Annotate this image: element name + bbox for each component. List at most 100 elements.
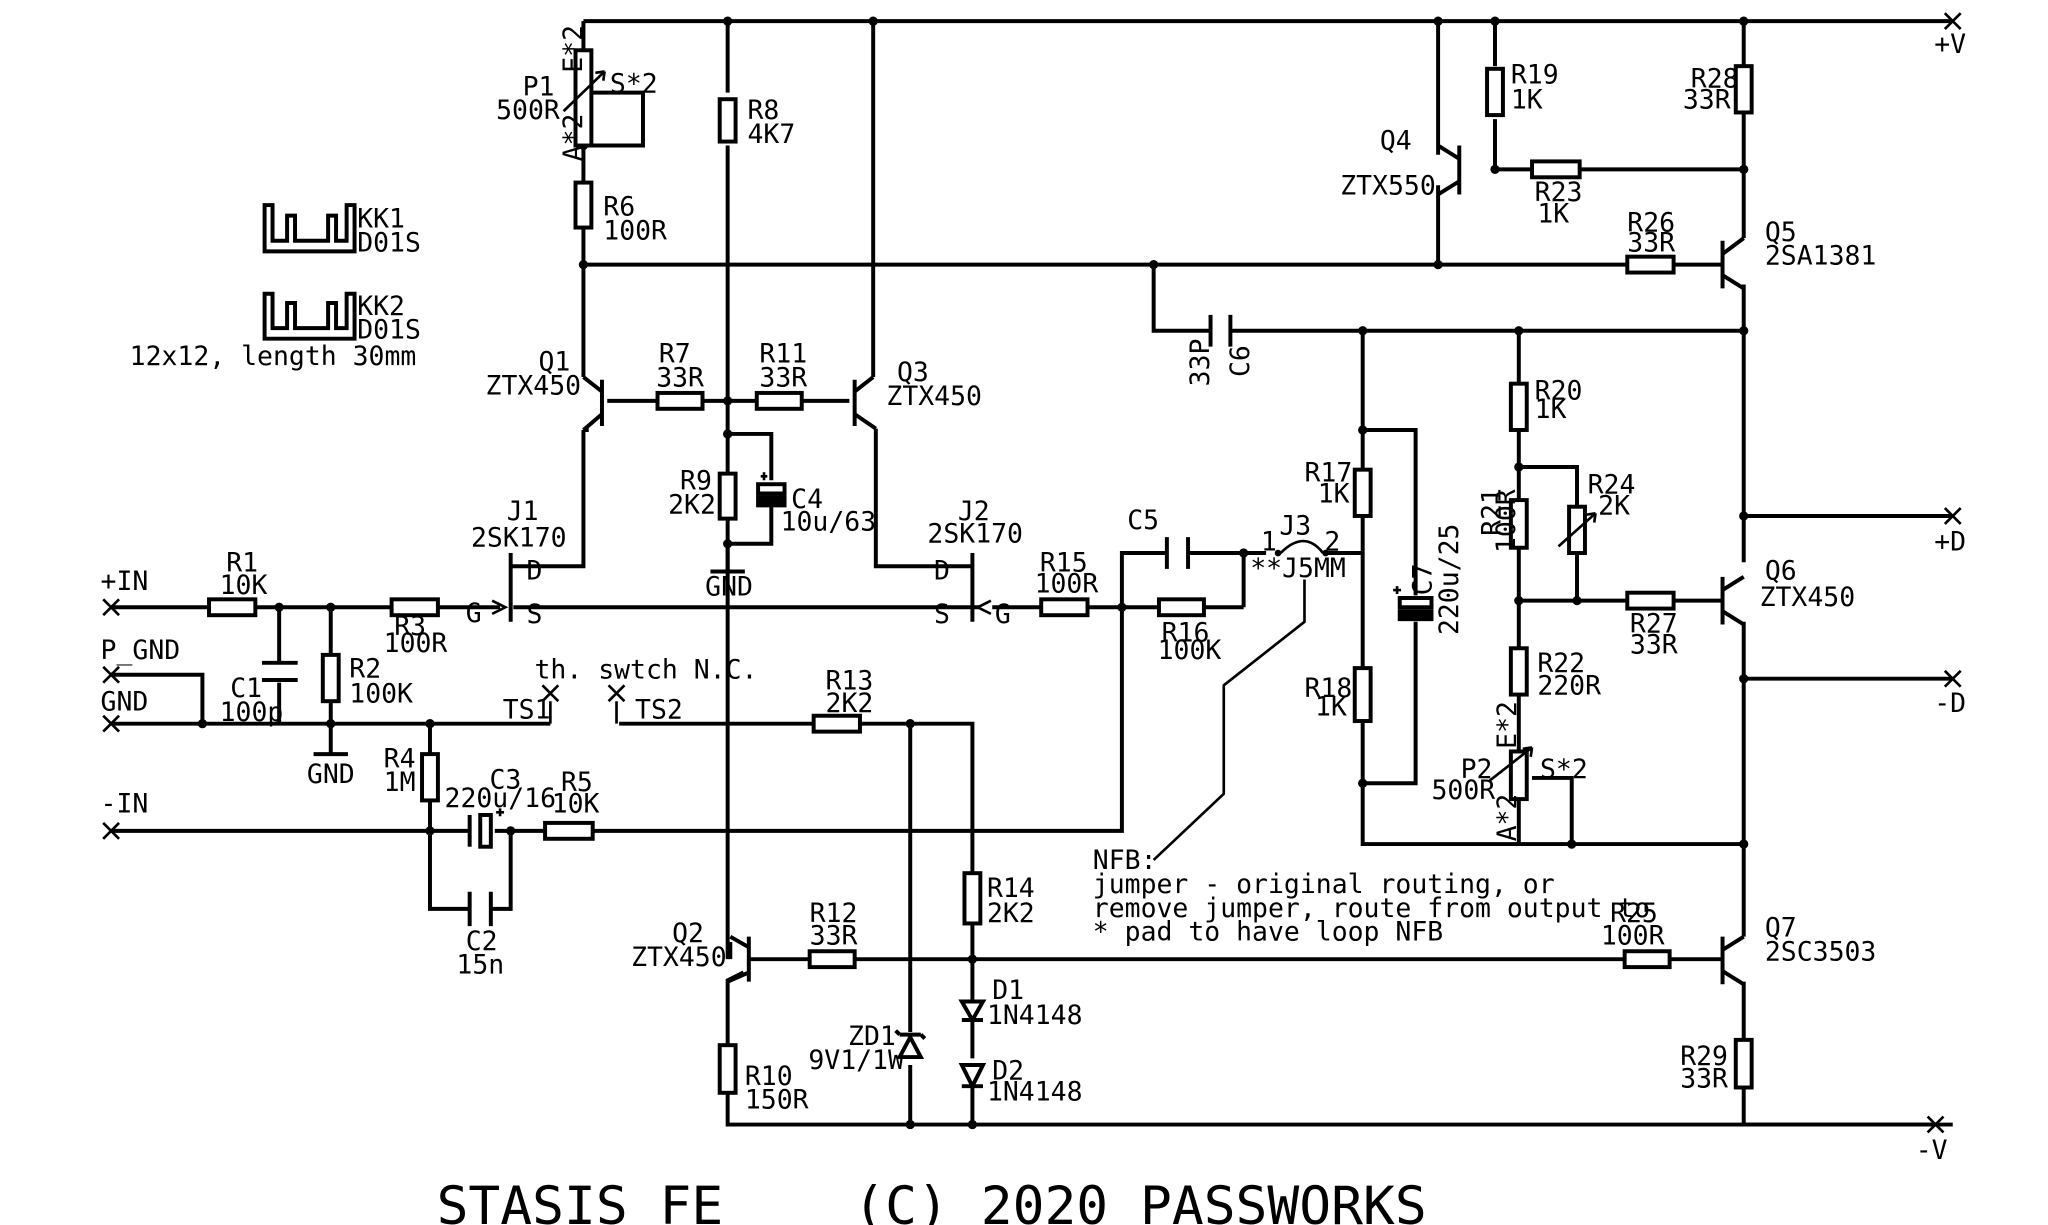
Q1-symbol — [582, 375, 604, 432]
R21-body — [1508, 498, 1529, 550]
R7-body — [655, 390, 705, 411]
R14-val: 2K2 — [987, 898, 1035, 929]
R11-val: 33R — [759, 362, 807, 393]
R2-body — [320, 652, 341, 704]
R18-body — [1352, 666, 1373, 724]
R14-ref: R14 — [987, 873, 1035, 904]
R10-val: 150R — [745, 1085, 809, 1116]
R10-body — [717, 1043, 738, 1095]
R5-ref: R5 — [561, 767, 593, 798]
P1-pin-a: A*2 — [558, 114, 589, 162]
J2-val: 2SK170 — [927, 518, 1023, 549]
junction-dot — [197, 719, 208, 729]
labels: +IN P_GND GND -IN +V +D -D -V KK1 D01S K… — [101, 25, 1967, 1225]
R18-ref: R18 — [1304, 673, 1352, 704]
R8-val: 4K7 — [747, 119, 795, 150]
R12-ref: R12 — [810, 898, 858, 929]
R28-ref: R28 — [1691, 63, 1739, 94]
R13-ref: R13 — [826, 665, 874, 696]
C7-plate-pos — [1397, 596, 1434, 610]
nfb-note-line-1: NFB: — [1093, 845, 1157, 876]
C5-ref: C5 — [1127, 505, 1159, 536]
R20-ref: R20 — [1535, 376, 1583, 407]
junction-dot — [1238, 548, 1249, 558]
R7-val: 33R — [656, 362, 704, 393]
R20-body — [1508, 381, 1529, 432]
port-pin-x — [102, 598, 121, 617]
junction-dot — [1433, 259, 1443, 270]
junction-dot — [723, 16, 733, 26]
R1-val: 10K — [220, 570, 268, 601]
R9-body — [717, 471, 738, 521]
R26-ref: R26 — [1627, 208, 1675, 239]
P2-ref: P2 — [1461, 754, 1493, 785]
R13-val: 2K2 — [826, 688, 874, 719]
R26-val: 33R — [1627, 227, 1675, 258]
R4-ref: R4 — [384, 743, 416, 774]
junction-dot — [1567, 839, 1577, 849]
ts-note: th. swtch N.C. — [534, 655, 757, 686]
D2-val: 1N4148 — [987, 1077, 1083, 1108]
junction-dot — [967, 1119, 978, 1130]
J2-gate-arrow — [974, 599, 992, 616]
R7-ref: R7 — [659, 339, 691, 370]
Q5-ref: Q5 — [1765, 217, 1797, 248]
R25-val: 100R — [1601, 921, 1665, 952]
C7-plate-neg — [1397, 609, 1434, 622]
P1-arrow — [562, 70, 606, 113]
title-right: (C) 2020 PASSWORKS — [853, 1176, 1426, 1225]
R17-ref: R17 — [1304, 458, 1352, 489]
J2-s: S — [934, 599, 950, 630]
C2-plates — [467, 891, 493, 927]
port-nd-label: -D — [1934, 688, 1966, 719]
R19-val: 1K — [1511, 84, 1543, 115]
R22-body — [1508, 646, 1529, 697]
R29-ref: R29 — [1680, 1041, 1728, 1072]
port-pin-label: +IN — [101, 566, 149, 597]
R19-body — [1485, 66, 1505, 118]
capacitors — [261, 314, 1434, 927]
junction-dot — [868, 16, 878, 26]
diodes — [894, 999, 987, 1091]
R15-body — [1039, 597, 1090, 618]
R14-body — [962, 871, 983, 926]
P2-arrow — [1488, 746, 1534, 782]
R25-ref: R25 — [1610, 898, 1658, 929]
R21-ref: R21 — [1476, 488, 1507, 536]
R5-val: 10K — [552, 788, 600, 819]
P1-pin-e: E*2 — [558, 25, 589, 73]
Q7-symbol — [1720, 935, 1745, 986]
J1-val: 2SK170 — [471, 522, 567, 553]
R6-body — [573, 180, 594, 230]
R4-val: 1M — [384, 767, 416, 798]
ZD1-ref: ZD1 — [848, 1021, 896, 1052]
kk2-ref: KK2 — [357, 291, 405, 322]
R17-body — [1352, 467, 1373, 518]
R22-ref: R22 — [1537, 648, 1585, 679]
J1-d: D — [527, 555, 543, 586]
junction-dot — [1490, 164, 1500, 174]
Q6-ref: Q6 — [1765, 555, 1797, 586]
R1-body — [207, 597, 258, 618]
P2-pin-e: E*2 — [1492, 701, 1523, 749]
junction-dot — [1739, 674, 1749, 684]
R10-ref: R10 — [745, 1061, 793, 1092]
port-nin-label: -IN — [101, 788, 149, 819]
R22-val: 220R — [1537, 671, 1601, 702]
P2-pin-a: A*2 — [1492, 794, 1523, 842]
junction-dot — [506, 826, 516, 836]
resistors — [207, 48, 1754, 1095]
R26-body — [1625, 254, 1676, 275]
jumper-J3 — [1274, 539, 1329, 557]
D2-ref: D2 — [992, 1056, 1024, 1087]
R29-val: 33R — [1680, 1064, 1728, 1095]
C4-plus — [760, 472, 768, 481]
R8-body — [717, 97, 738, 144]
P1-pin-s: S*2 — [610, 69, 658, 100]
nfb-note-line-3: remove jumper, route from output to — [1093, 893, 1650, 924]
J3-pin1-dot — [1274, 549, 1282, 557]
C3-plus — [496, 808, 505, 817]
C4-val: 10u/63 — [781, 507, 877, 538]
R24-ref: R24 — [1588, 469, 1636, 500]
R23-body — [1530, 159, 1582, 180]
